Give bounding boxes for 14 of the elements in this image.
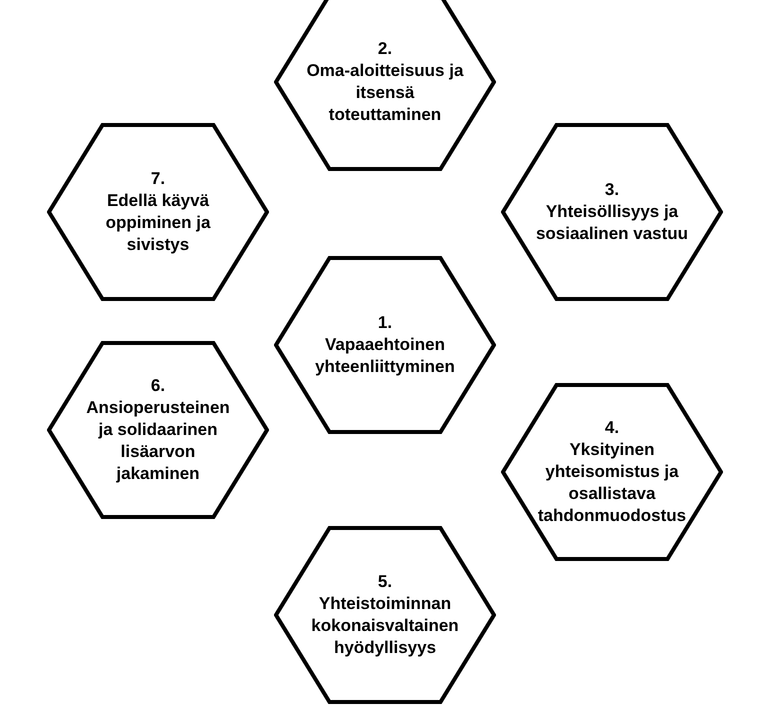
principle-text: Edellä käyvä oppiminen ja sivistys (104, 190, 212, 256)
principle-text: Yhteisöllisyys ja sosiaalinen vastuu (534, 201, 690, 245)
step-number: 6. (150, 375, 166, 397)
principle-text: Yksityinen yhteisomistus ja osallistava tahdonmuodostus (536, 439, 688, 527)
step-number: 5. (378, 571, 392, 593)
step-number: 1. (378, 312, 392, 334)
step-number: 7. (150, 168, 166, 190)
principle-text: Vapaaehtoinen yhteenliittyminen (314, 334, 456, 378)
step-number: 4. (604, 417, 620, 439)
principle-text: Ansioperusteinen ja solidaarinen lisäarvon jakaminen (85, 397, 231, 485)
step-number: 3. (604, 179, 620, 201)
principle-text: Oma-aloitteisuus ja itsensä toteuttaminen (306, 60, 464, 126)
step-number: 2. (378, 38, 392, 60)
principle-text: Yhteistoiminnan kokonaisvaltainen hyödyllisyys (310, 593, 460, 659)
